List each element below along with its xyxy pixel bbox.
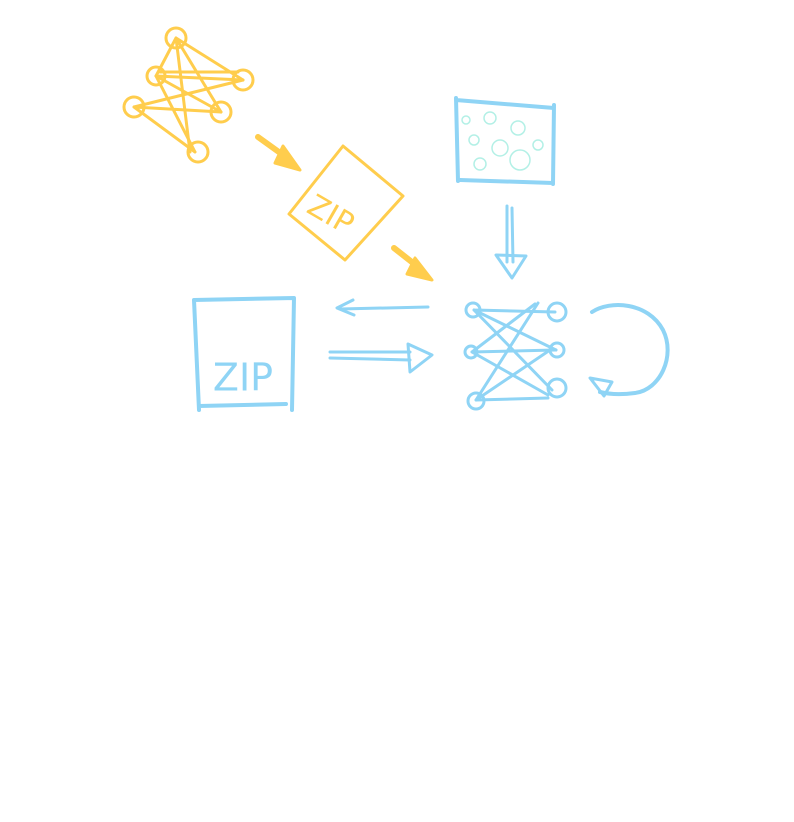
dataset-dot xyxy=(509,149,531,171)
blue-zip-label: ZIP xyxy=(213,356,273,400)
yellow-arrow-to-zip xyxy=(255,134,302,172)
self-loop-icon xyxy=(588,303,670,398)
blue-node xyxy=(546,301,568,323)
dataset-dot xyxy=(483,111,497,125)
yellow-zip-box: ZIP xyxy=(287,144,405,262)
blue-arrow-head xyxy=(335,298,356,317)
blue-arrow-shaft xyxy=(328,350,412,362)
blue-node xyxy=(548,341,566,359)
blue-network-edges xyxy=(470,302,558,397)
yellow-arrow-to-network xyxy=(391,245,434,282)
yellow-arrow-head xyxy=(405,256,434,282)
yellow-node xyxy=(186,140,210,164)
blue-arrow-head xyxy=(494,253,528,280)
yellow-network-edges-middle xyxy=(132,74,245,154)
yellow-network-icon xyxy=(122,26,255,164)
blue-node xyxy=(463,344,479,360)
blue-node xyxy=(466,391,486,411)
blue-network-edges xyxy=(474,301,552,402)
loop-arrow-head xyxy=(588,376,614,398)
yellow-node xyxy=(145,65,167,87)
yellow-node xyxy=(164,26,188,50)
dataset-box-outline xyxy=(454,96,556,186)
yellow-node xyxy=(122,95,146,119)
yellow-arrow-head xyxy=(273,144,302,172)
dataset-dot xyxy=(510,120,526,136)
yellow-zip-label: ZIP xyxy=(301,188,360,242)
blue-arrow-shaft xyxy=(505,204,515,264)
blue-arrow-head xyxy=(406,342,434,374)
blue-arrow-shaft xyxy=(338,305,430,311)
yellow-node xyxy=(209,100,233,124)
blue-right-arrow xyxy=(328,342,434,374)
loop-curve xyxy=(590,303,670,397)
blue-down-arrow xyxy=(494,204,528,280)
yellow-network-edges-top xyxy=(154,36,245,154)
blue-zip-outline xyxy=(192,296,296,412)
dataset-dot xyxy=(468,134,480,146)
blue-zip-box: ZIP xyxy=(192,296,296,412)
yellow-zip-outline xyxy=(287,144,405,262)
dataset-dot xyxy=(532,139,544,151)
yellow-node xyxy=(231,68,255,92)
blue-node xyxy=(464,301,482,319)
dataset-dot xyxy=(473,157,487,171)
blue-left-arrow xyxy=(335,298,430,317)
blue-network-icon xyxy=(463,301,568,411)
dataset-icon xyxy=(454,96,556,186)
blue-node xyxy=(546,377,568,399)
dataset-dot xyxy=(461,115,471,125)
dataset-dot xyxy=(491,139,509,157)
